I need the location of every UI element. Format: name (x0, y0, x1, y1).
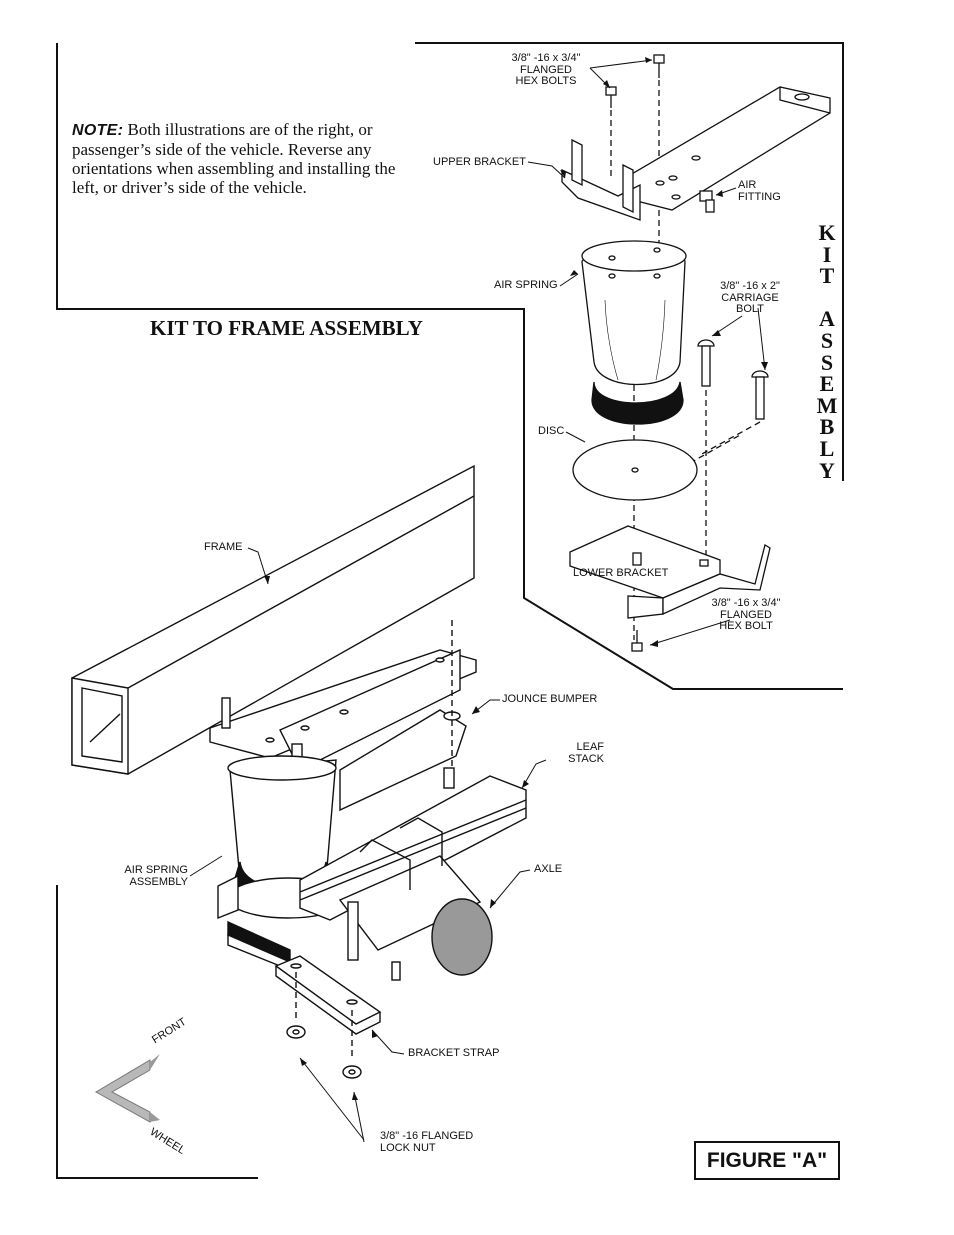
label-axle: AXLE (534, 863, 563, 875)
u-bolts (359, 817, 443, 890)
label-jounce-bumper: JOUNCE BUMPER (502, 693, 598, 705)
kit-to-frame-title: KIT TO FRAME ASSEMBLY (150, 316, 423, 340)
figure-label: FIGURE "A" (694, 1141, 840, 1180)
kit-assembly-drawing (561, 54, 831, 652)
upper-bracket (561, 86, 831, 221)
lock-nut-guides (295, 972, 353, 1060)
leaf-stack (299, 775, 527, 921)
note-lead: NOTE: (72, 122, 124, 139)
label-frame: FRAME (204, 541, 243, 553)
bracket-strap (274, 955, 382, 1035)
vertical-letter: S (820, 327, 834, 353)
studs (347, 901, 401, 981)
mounted-upper-bracket (209, 648, 477, 771)
label-carriage-bolt: 3/8" -16 x 2" CARRIAGE BOLT (720, 280, 780, 315)
top-hex-bolts (605, 54, 665, 108)
carriage-bolts (697, 339, 769, 420)
vertical-letter: I (822, 241, 832, 267)
kit-to-frame-drawing (71, 464, 527, 1079)
kit-assembly-vertical-title: K I T A S S E M B L Y (812, 222, 842, 481)
bottom-hex-bolt (631, 630, 643, 652)
orientation-note: NOTE: Both illustrations are of the righ… (72, 120, 402, 197)
direction-indicator (94, 1054, 160, 1123)
label-upper-bracket: UPPER BRACKET (433, 156, 526, 168)
label-air-spring-assembly: AIR SPRING ASSEMBLY (124, 864, 188, 888)
lock-nuts (286, 1025, 362, 1079)
label-air-fitting: AIR FITTING (738, 179, 781, 203)
label-lock-nut: 3/8" -16 FLANGED LOCK NUT (380, 1130, 474, 1154)
label-top-hex-bolts: 3/8" -16 x 3/4" FLANGED HEX BOLTS (511, 52, 581, 87)
label-bracket-strap: BRACKET STRAP (408, 1047, 500, 1059)
vertical-letter: L (819, 435, 835, 461)
vertical-letter: K (818, 220, 836, 245)
frame-rail (71, 464, 475, 775)
label-leaf-stack: LEAF STACK (568, 741, 604, 765)
mounted-lower-bracket (217, 874, 291, 972)
label-air-spring: AIR SPRING (494, 279, 558, 291)
vertical-letter: E (819, 371, 835, 397)
label-bottom-hex-bolt: 3/8" -16 x 3/4" FLANGED HEX BOLT (711, 597, 781, 632)
note-body: Both illustrations are of the right, or … (72, 120, 396, 197)
vertical-letter: M (816, 392, 838, 418)
vertical-letter: S (820, 349, 834, 375)
air-spring (581, 240, 687, 425)
label-disc: DISC (538, 425, 565, 437)
lower-bracket (569, 525, 771, 619)
vertical-letter (812, 287, 842, 309)
axle (338, 855, 493, 976)
label-lower-bracket: LOWER BRACKET (573, 567, 669, 579)
vertical-letter: Y (819, 457, 835, 483)
leader-arrowheads (264, 57, 768, 1100)
vertical-letter: A (819, 306, 835, 332)
vertical-letter: T (819, 263, 835, 289)
frame-borders (56, 42, 844, 1179)
vertical-letter: B (819, 414, 835, 440)
